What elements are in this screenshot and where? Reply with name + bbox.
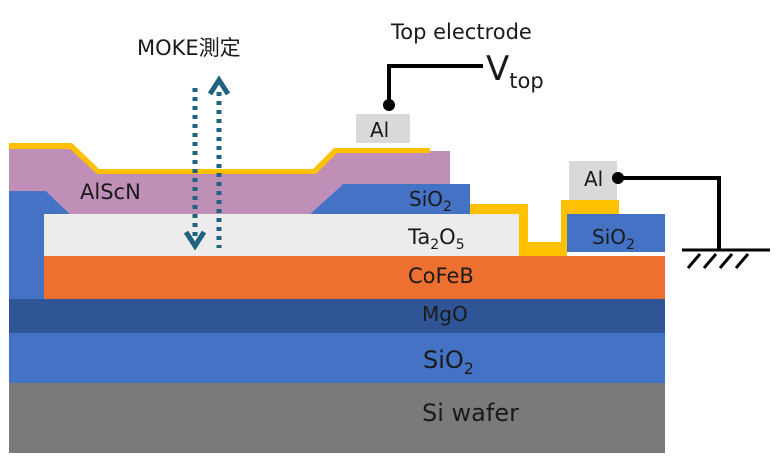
vtop-label: Vtop <box>486 49 544 93</box>
ta2o5-label: Ta2O5 <box>407 225 465 253</box>
right-contact-dot <box>612 172 624 184</box>
sio2-bottom-layer <box>9 333 665 383</box>
al-top-label: Al <box>370 118 389 142</box>
si-wafer-layer <box>9 383 665 453</box>
sio2-left-sidewall <box>9 191 70 299</box>
ta2o5-layer <box>44 214 519 256</box>
sio2-right-label: SiO2 <box>592 225 635 253</box>
alscn-label: AlScN <box>80 180 141 204</box>
sio2-right-layer <box>567 214 665 252</box>
sio2-upper-layer <box>310 184 470 214</box>
mgo-layer <box>9 299 665 333</box>
si-wafer-label: Si wafer <box>422 399 519 427</box>
top-electrode-wire <box>387 64 483 105</box>
cofeb-label: CoFeB <box>408 264 474 288</box>
moke-up-arrow <box>207 75 231 248</box>
cofeb-layer <box>44 256 665 299</box>
sio2-bottom-label: SiO2 <box>423 346 474 378</box>
al-right-label: Al <box>584 167 603 191</box>
top-conductor-strip <box>9 143 430 174</box>
top-electrode-label: Top electrode <box>390 20 532 44</box>
moke-title: MOKE測定 <box>137 36 241 60</box>
alscn-layer <box>9 148 450 214</box>
ground-wire <box>618 176 721 250</box>
sio2-upper-label: SiO2 <box>409 187 452 215</box>
mgo-label: MgO <box>422 302 468 326</box>
al-right-pad <box>569 161 617 200</box>
ground-icon <box>682 248 770 269</box>
top-contact-dot <box>383 99 395 111</box>
al-top-pad <box>356 114 410 143</box>
moke-down-arrow <box>183 88 207 251</box>
